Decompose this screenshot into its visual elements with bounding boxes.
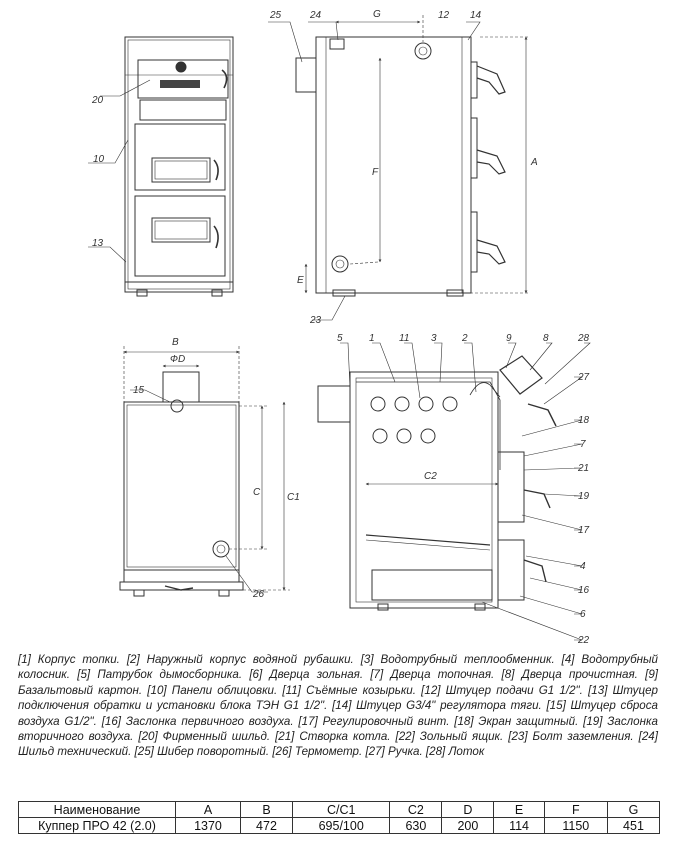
callout-26: 26 xyxy=(252,589,265,600)
callout-8: 8 xyxy=(543,333,549,344)
table-header-cell: A xyxy=(175,801,241,818)
callout-21: 21 xyxy=(577,463,589,474)
dim-label-G: G xyxy=(373,9,381,20)
callout-7: 7 xyxy=(580,439,586,450)
legend-item: [14] Штуцер G3/4" регулятора тяги. xyxy=(332,699,542,713)
legend-item: [19] Заслонка вторичного воздуха. xyxy=(18,714,658,744)
boiler-technical-drawing: 20 10 13 25 xyxy=(88,9,591,646)
callout-17: 17 xyxy=(578,525,590,536)
table-header-cell: C/C1 xyxy=(291,801,391,818)
table-cell: 451 xyxy=(606,817,661,834)
dim-label-A: A xyxy=(530,157,538,168)
callout-2: 2 xyxy=(461,333,468,344)
table-cell: 200 xyxy=(441,817,495,834)
callout-4: 4 xyxy=(580,561,586,572)
legend-item: [18] Экран защитный. xyxy=(454,714,579,728)
callout-13: 13 xyxy=(92,238,104,249)
callout-3: 3 xyxy=(431,333,437,344)
callout-9: 9 xyxy=(506,333,512,344)
callout-16: 16 xyxy=(578,585,590,596)
callout-6: 6 xyxy=(580,609,586,620)
callout-23: 23 xyxy=(309,315,322,326)
legend-item: [27] Ручка. xyxy=(365,745,423,759)
table-cell: 1370 xyxy=(175,817,241,834)
callout-27: 27 xyxy=(577,372,590,383)
legend-item: [13] Штуцер подключения обратки и устано… xyxy=(18,683,658,713)
callout-15: 15 xyxy=(133,385,145,396)
legend-item: [12] Штуцер подачи G1 1/2". xyxy=(421,683,583,697)
callout-5: 5 xyxy=(337,333,343,344)
dim-label-E: E xyxy=(297,275,304,286)
legend-item: [28] Лоток xyxy=(425,745,485,759)
legend-item: [8] Дверца прочистная. xyxy=(501,668,638,682)
dim-label-D: ФD xyxy=(170,354,185,365)
side-view xyxy=(295,36,506,297)
legend-item: [25] Шибер поворотный. xyxy=(134,745,270,759)
dim-label-C: C xyxy=(253,487,261,498)
front-view xyxy=(124,36,234,297)
legend-item: [24] Шильд технический. xyxy=(18,730,658,759)
callout-28: 28 xyxy=(577,333,590,344)
legend-item: [4] Водотрубный колосник. xyxy=(18,653,658,682)
callout-20: 20 xyxy=(91,95,104,106)
legend-item: [20] Фирменный шильд. xyxy=(138,730,271,744)
legend-item: [16] Заслонка первичного воздуха. xyxy=(101,714,294,728)
legend-item: [9] Базальтовый картон. xyxy=(18,668,658,697)
table-cell: 695/100 xyxy=(291,817,391,834)
legend-item: [10] Панели облицовки. xyxy=(147,683,278,697)
dim-label-C2: C2 xyxy=(424,471,437,482)
table-cell: 472 xyxy=(239,817,293,834)
dim-label-C1: C1 xyxy=(287,492,300,503)
table-header-cell: D xyxy=(441,801,495,818)
callout-25: 25 xyxy=(269,10,282,21)
parts-legend: [1] Корпус топки. [2] Наружный корпус во… xyxy=(18,652,658,760)
table-header-cell: B xyxy=(239,801,293,818)
legend-item: [6] Дверца зольная. xyxy=(249,668,364,682)
legend-item: [7] Дверца топочная. xyxy=(370,668,495,682)
legend-item: [5] Патрубок дымосборника. xyxy=(77,668,243,682)
table-header-cell: G xyxy=(606,801,661,818)
table-header-cell: C2 xyxy=(389,801,443,818)
legend-item: [17] Регулировочный винт. xyxy=(298,714,450,728)
legend-item: [15] Штуцер сброса воздуха G1/2". xyxy=(18,699,658,728)
callout-12: 12 xyxy=(438,10,450,21)
legend-item: [22] Зольный ящик. xyxy=(395,730,504,744)
section-view xyxy=(317,355,557,611)
legend-item: [11] Съёмные козырьки. xyxy=(282,683,416,697)
legend-item: [2] Наружный корпус водяной рубашки. xyxy=(126,653,354,666)
table-cell: 630 xyxy=(389,817,443,834)
table-header-cell: E xyxy=(493,801,545,818)
dim-label-B: B xyxy=(172,337,179,348)
callout-19: 19 xyxy=(578,491,590,502)
legend-item: [23] Болт заземления. xyxy=(508,730,634,744)
table-header-cell: F xyxy=(543,801,608,818)
legend-item: [1] Корпус топки. xyxy=(18,653,120,666)
rear-view xyxy=(119,371,244,597)
table-cell: 1150 xyxy=(543,817,608,834)
callout-14: 14 xyxy=(470,10,482,21)
callout-1: 1 xyxy=(369,333,375,344)
legend-item: [21] Створка котла. xyxy=(275,730,391,744)
legend-item: [3] Водотрубный теплообменник. xyxy=(360,653,555,666)
callout-24: 24 xyxy=(309,10,322,21)
callout-10: 10 xyxy=(93,154,105,165)
table-cell: Куппер ПРО 42 (2.0) xyxy=(18,817,176,834)
table-header-cell: Наименование xyxy=(18,801,176,818)
dim-label-F: F xyxy=(372,167,379,178)
table-cell: 114 xyxy=(493,817,545,834)
callout-22: 22 xyxy=(577,635,590,646)
callout-18: 18 xyxy=(578,415,590,426)
legend-item: [26] Термометр. xyxy=(272,745,363,759)
callout-11: 11 xyxy=(399,333,409,344)
